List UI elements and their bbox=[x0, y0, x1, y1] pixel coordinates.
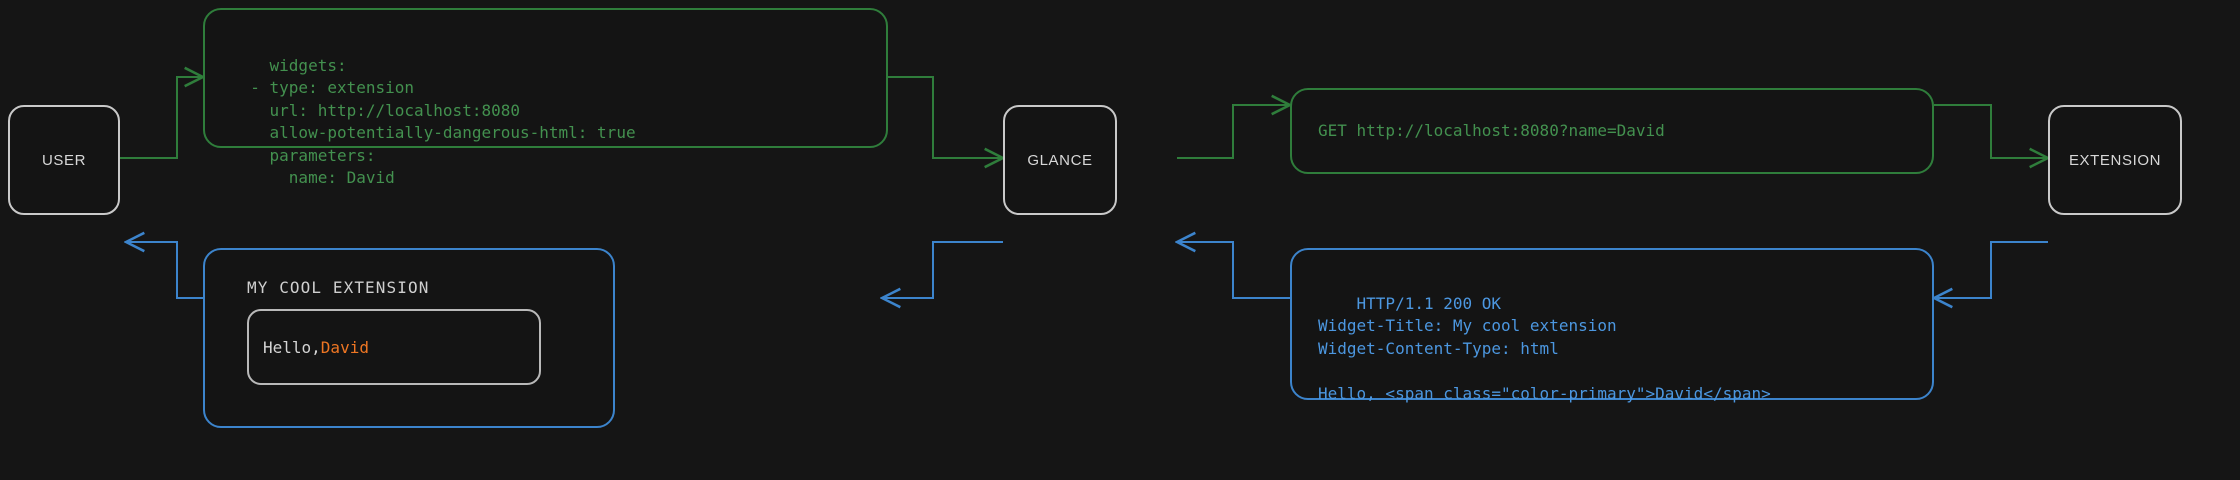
widget-card-body: Hello, David bbox=[247, 309, 541, 385]
widget-greeting-name: David bbox=[320, 337, 369, 357]
http-response-bubble: HTTP/1.1 200 OK Widget-Title: My cool ex… bbox=[1290, 248, 1934, 403]
request-path-glance-to-request bbox=[1177, 105, 1290, 159]
response-path-widget-to-user bbox=[126, 242, 203, 299]
request-path-config-to-glance bbox=[888, 76, 1003, 158]
http-request-text: GET http://localhost:8080?name=David bbox=[1318, 120, 1665, 140]
response-path-extension-to-response bbox=[1934, 241, 2048, 298]
http-response-text: HTTP/1.1 200 OK Widget-Title: My cool ex… bbox=[1318, 293, 1771, 403]
response-path-glance-to-widget bbox=[882, 241, 1003, 298]
node-glance-label: GLANCE bbox=[1027, 151, 1093, 169]
widget-card-title: MY COOL EXTENSION bbox=[247, 278, 430, 297]
yaml-config-text: widgets: - type: extension url: http://l… bbox=[250, 55, 636, 188]
rendered-widget-card: MY COOL EXTENSION Hello, David bbox=[203, 248, 615, 428]
request-path-user-to-config bbox=[120, 77, 203, 159]
http-request-bubble: GET http://localhost:8080?name=David bbox=[1290, 88, 1934, 174]
node-user[interactable]: USER bbox=[8, 105, 120, 215]
request-path-request-to-extension bbox=[1934, 104, 2048, 158]
node-extension-label: EXTENSION bbox=[2068, 151, 2162, 169]
node-glance[interactable]: GLANCE bbox=[1003, 105, 1117, 215]
node-user-label: USER bbox=[41, 151, 87, 169]
widget-greeting-prefix: Hello, bbox=[263, 337, 321, 357]
response-path-response-to-glance bbox=[1177, 242, 1290, 299]
yaml-config-bubble: widgets: - type: extension url: http://l… bbox=[203, 8, 888, 187]
node-extension[interactable]: EXTENSION bbox=[2048, 105, 2182, 215]
